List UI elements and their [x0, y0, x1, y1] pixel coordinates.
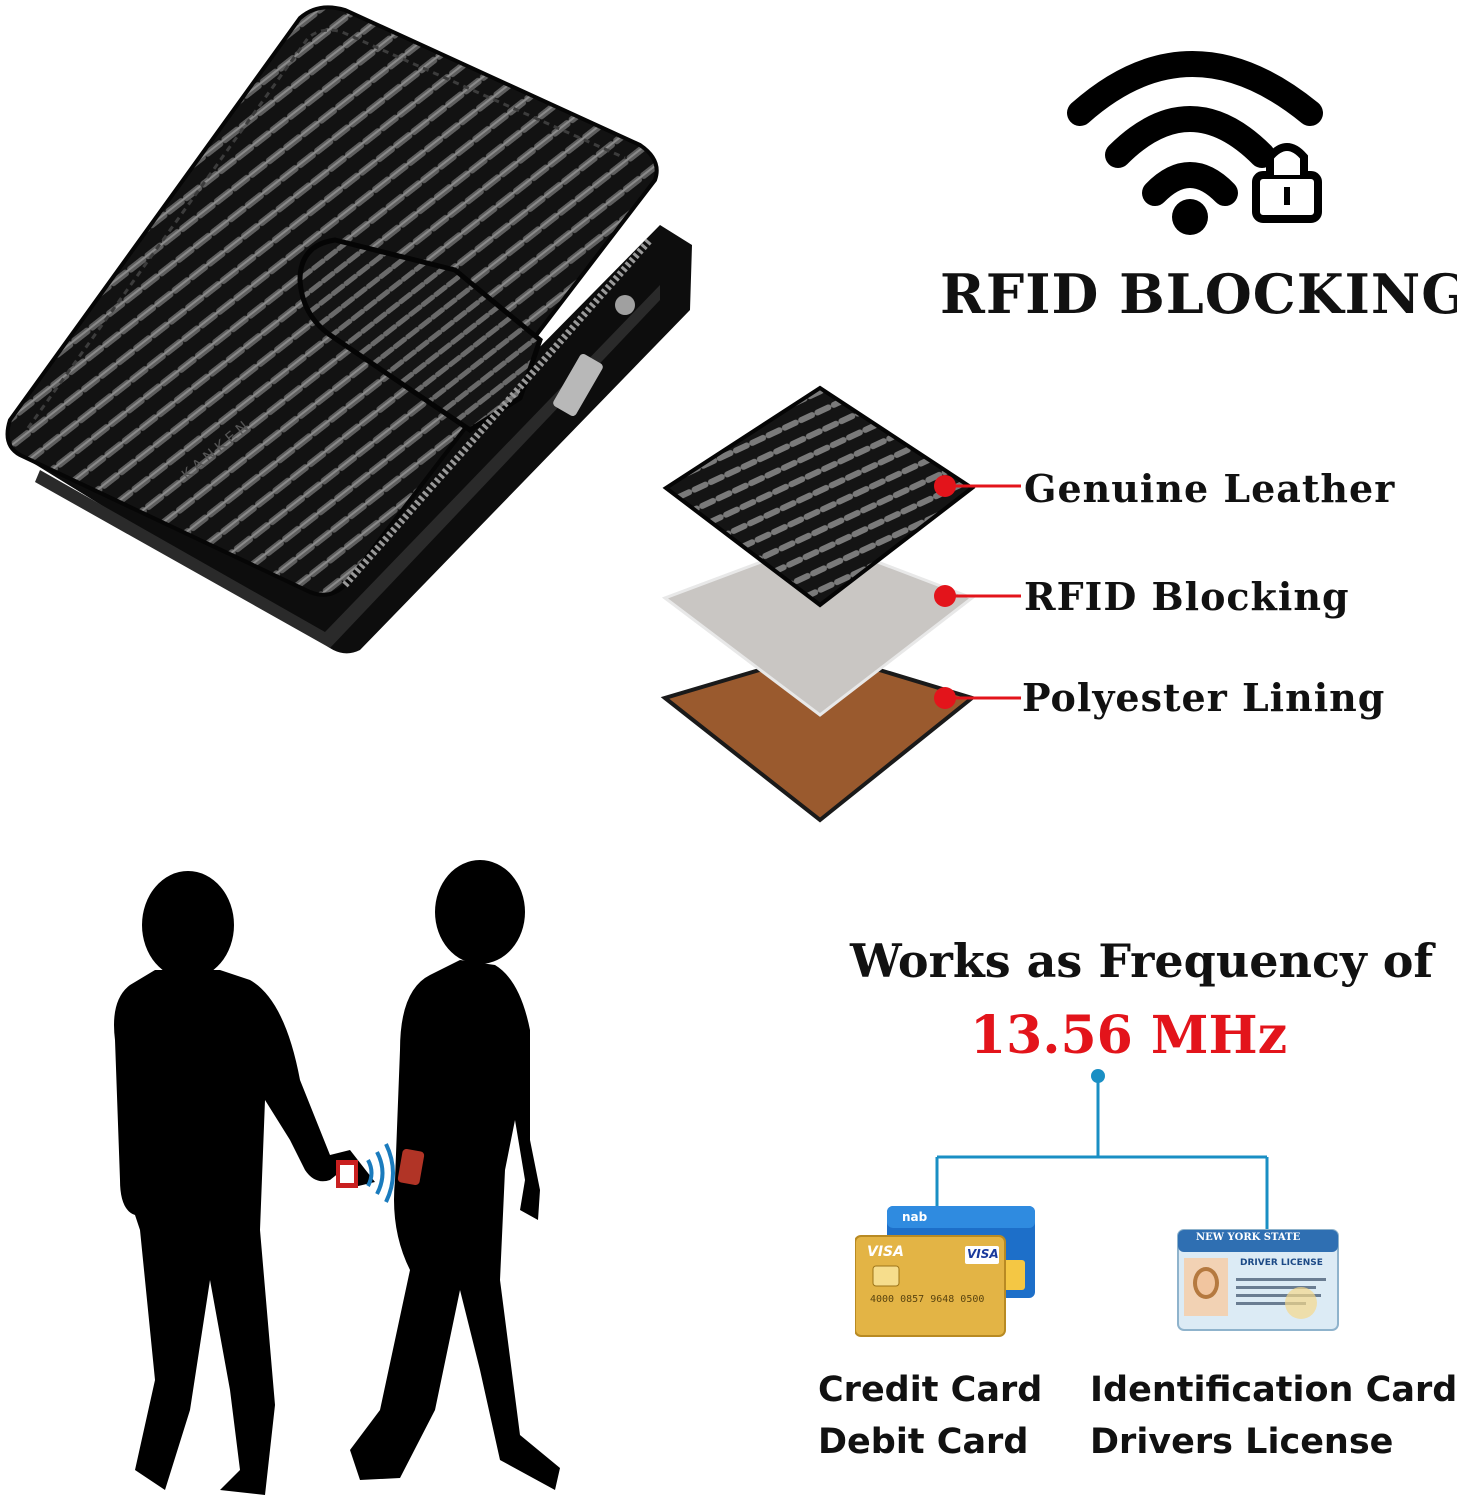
label-rfid-blocking: RFID Blocking — [1024, 574, 1350, 619]
credit-card-number: 4000 0857 9648 0500 — [870, 1294, 985, 1305]
identification-caption-line2: Drivers License — [1090, 1422, 1394, 1462]
frequency-heading: Works as Frequency of — [850, 934, 1434, 988]
identification-caption-line1: Identification Card — [1090, 1370, 1457, 1410]
credit-card-brand-logo: VISA — [967, 1247, 999, 1261]
identification-card-caption: Identification Card Drivers License — [1090, 1364, 1457, 1468]
credit-card-bank: nab — [902, 1210, 928, 1224]
pocket-card — [397, 1148, 425, 1186]
layer-diagram — [660, 385, 977, 823]
credit-card-brand: VISA — [867, 1244, 904, 1260]
genuine-leather-layer — [662, 385, 976, 608]
wifi-lock-icon — [1067, 51, 1323, 235]
skimming-silhouettes-illustration — [114, 860, 560, 1495]
license-type-text: DRIVER LICENSE — [1240, 1258, 1323, 1268]
license-state-text: NEW YORK STATE — [1196, 1232, 1301, 1243]
label-genuine-leather: Genuine Leather — [1024, 466, 1396, 511]
rfid-blocking-title: RFID BLOCKING — [940, 262, 1457, 326]
frequency-value: 13.56 MHz — [970, 1005, 1288, 1066]
label-polyester-lining: Polyester Lining — [1022, 675, 1386, 720]
credit-card-caption: Credit Card Debit Card — [818, 1364, 1042, 1468]
credit-card-caption-line2: Debit Card — [818, 1422, 1029, 1462]
credit-card-image — [855, 1206, 1035, 1337]
layer-indicators — [934, 475, 1021, 709]
thief-silhouette — [114, 871, 375, 1495]
drivers-license-image — [1177, 1229, 1339, 1331]
carbon-wallet-image — [5, 5, 692, 654]
victim-silhouette — [350, 860, 560, 1490]
credit-card-caption-line1: Credit Card — [818, 1370, 1043, 1410]
